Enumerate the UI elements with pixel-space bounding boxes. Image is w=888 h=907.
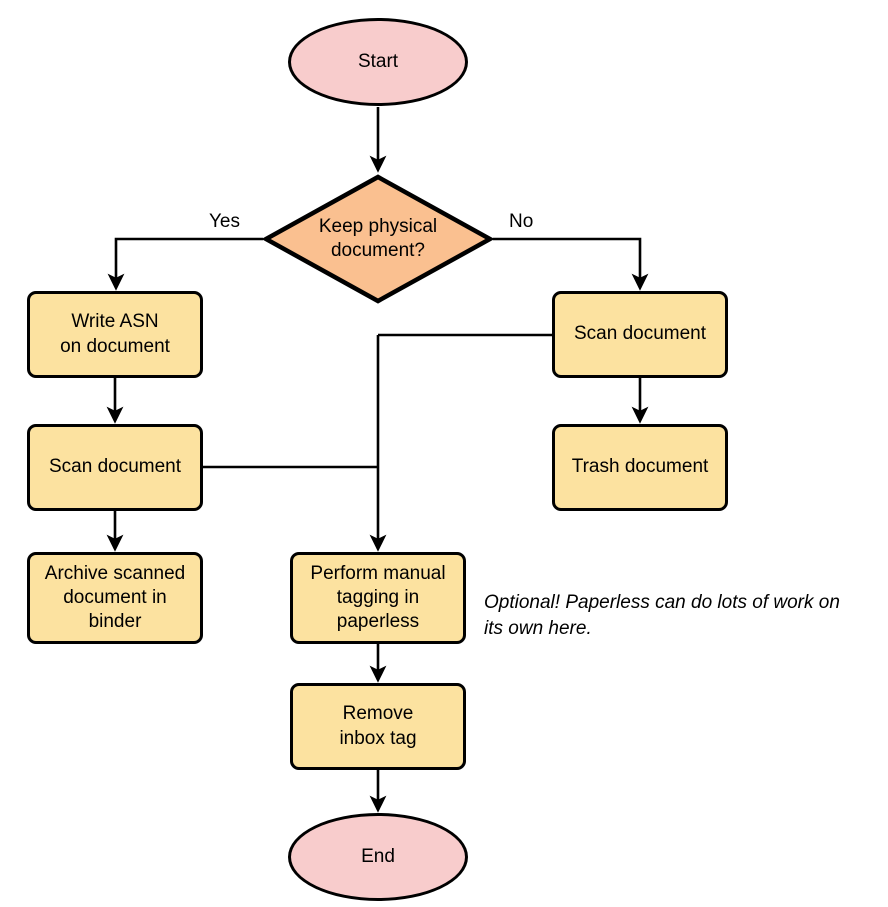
node-decision[interactable]: Keep physical document?: [263, 174, 493, 304]
node-end-label: End: [361, 845, 395, 867]
node-archive-binder[interactable]: Archive scanned document in binder: [27, 552, 203, 644]
node-decision-label: Keep physical document?: [318, 215, 438, 261]
node-scan-document-right-label: Scan document: [573, 323, 707, 345]
node-scan-document-right[interactable]: Scan document: [552, 291, 728, 378]
node-trash-document[interactable]: Trash document: [552, 424, 728, 511]
node-archive-binder-label: Archive scanned document in binder: [44, 562, 186, 633]
annotation-optional-note: Optional! Paperless can do lots of work …: [484, 592, 840, 639]
node-start[interactable]: Start: [288, 18, 468, 106]
connector-decision-no-to-scan-right: [493, 237, 649, 291]
node-scan-document-left-label: Scan document: [48, 456, 182, 478]
edge-label-yes: Yes: [209, 211, 240, 232]
node-manual-tagging[interactable]: Perform manual tagging in paperless: [290, 552, 466, 644]
connector-decision-yes-to-write-asn: [107, 237, 263, 291]
edge-label-no: No: [509, 211, 534, 232]
node-remove-inbox-tag[interactable]: Remove inbox tag: [290, 683, 466, 770]
node-end[interactable]: End: [288, 813, 468, 901]
node-write-asn-label: Write ASN on document: [60, 311, 170, 357]
node-write-asn[interactable]: Write ASN on document: [27, 291, 203, 378]
node-start-label: Start: [357, 50, 399, 72]
node-remove-inbox-tag-label: Remove inbox tag: [339, 703, 417, 749]
node-scan-document-left[interactable]: Scan document: [27, 424, 203, 511]
node-trash-document-label: Trash document: [571, 456, 709, 478]
node-manual-tagging-label: Perform manual tagging in paperless: [310, 562, 446, 633]
decision-diamond-shape: [263, 174, 493, 304]
